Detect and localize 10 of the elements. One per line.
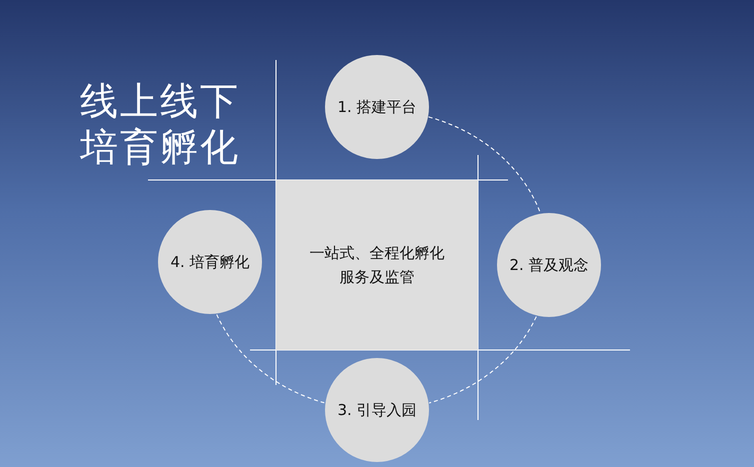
dashed-arc: [216, 314, 325, 404]
node-label: 2. 普及观念: [509, 256, 589, 274]
node-label: 1. 搭建平台: [337, 98, 417, 116]
center-box: [276, 180, 478, 350]
dashed-arc: [428, 116, 541, 214]
dashed-arc: [428, 316, 537, 404]
heading: 线上线下培育孵化: [80, 78, 241, 170]
node-label: 4. 培育孵化: [170, 252, 250, 272]
node-label: 3. 引导入园: [337, 400, 417, 420]
node-label: 一站式、全程化孵化服务及监管: [308, 243, 446, 288]
